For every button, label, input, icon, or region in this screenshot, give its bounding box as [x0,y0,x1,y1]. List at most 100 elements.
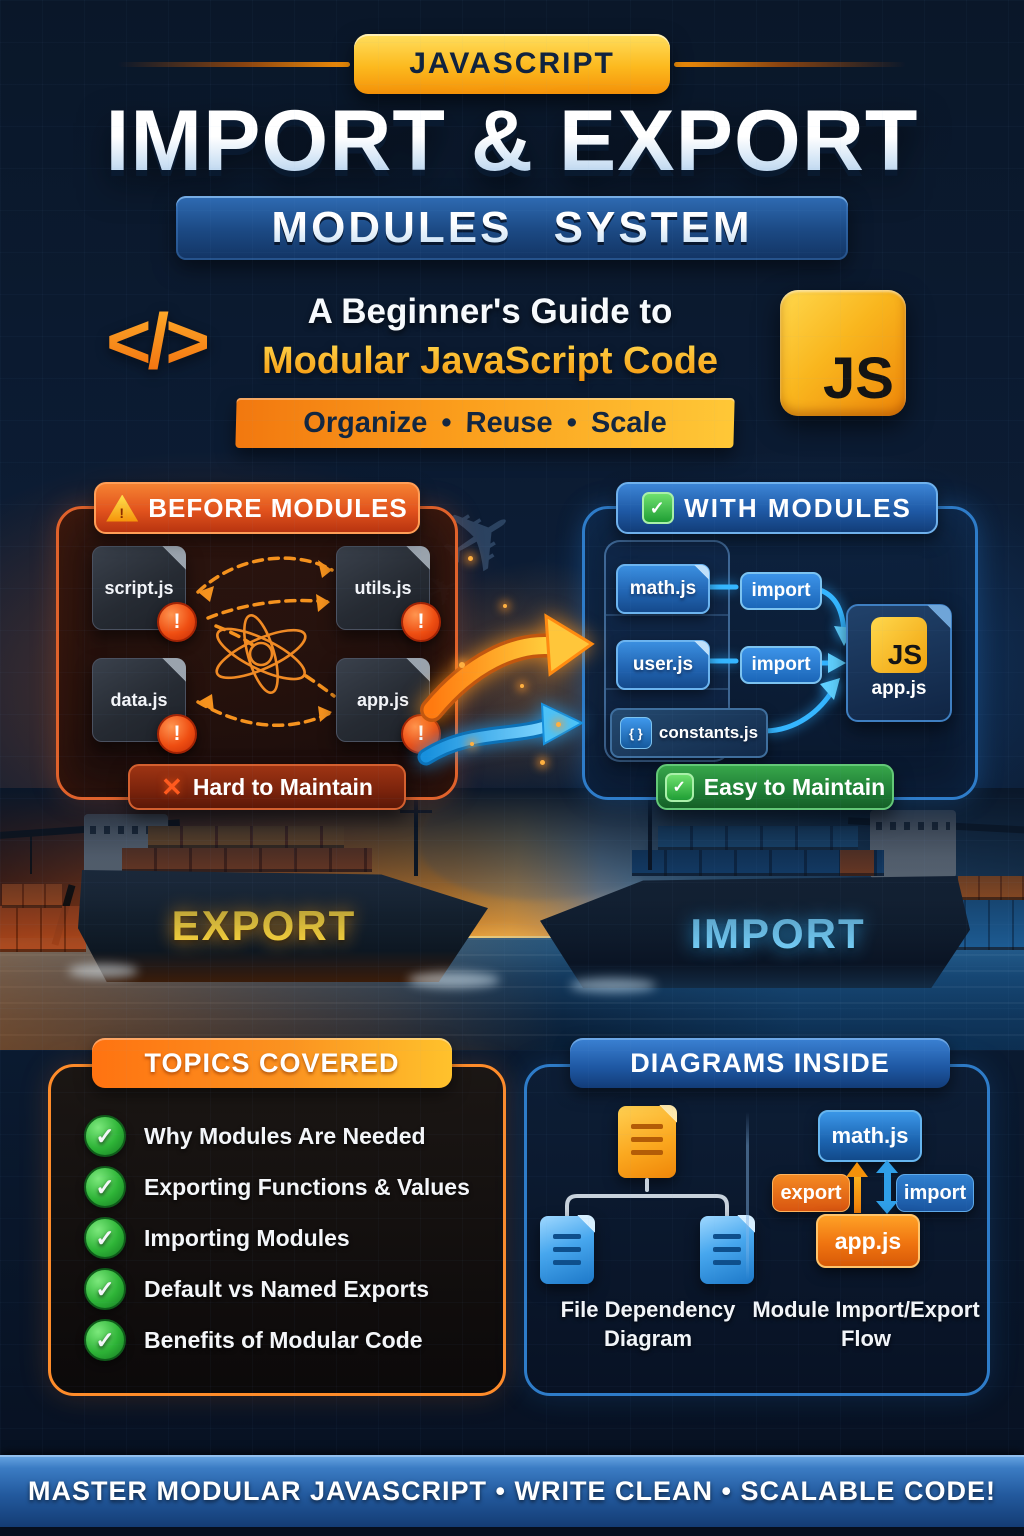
spark [470,742,474,746]
error-badge: ! [401,602,441,642]
file-data-js: data.js ! [92,658,197,754]
topic-item: ✓ Exporting Functions & Values [84,1166,484,1208]
error-badge: ! [157,714,197,754]
page-title: IMPORT & EXPORT [0,92,1024,191]
import-arrows [705,584,854,734]
file-label: data.js [110,689,168,710]
flow-app-js-box: app.js [816,1214,920,1268]
import-pill: import [740,572,822,610]
js-logo-letters: JS [823,346,894,411]
with-modules-title: WITH MODULES [684,492,912,523]
hard-to-maintain-pill: ✕ Hard to Maintain [128,764,406,810]
topic-item: ✓ Benefits of Modular Code [84,1319,484,1361]
js-file-icon: JS [871,617,927,673]
panel-divider [746,1112,749,1280]
file-label: app.js [356,689,409,710]
spark [540,760,545,765]
file-app-js: app.js ! [336,658,441,754]
before-modules-header: ! BEFORE MODULES [94,482,420,534]
module-user-js: user.js [616,640,710,690]
page-fold [577,1215,595,1233]
file-label: script.js [104,577,174,598]
hard-to-maintain-label: Hard to Maintain [192,773,373,800]
with-modules-header: ✓ WITH MODULES [616,482,938,534]
guide-line1: A Beginner's Guide to [307,292,673,331]
module-math-js: math.js [616,564,710,614]
flow-import-pill: import [896,1174,974,1212]
braces-icon: { } [619,717,652,749]
page-fold [694,641,709,656]
module-label: math.js [629,578,697,599]
dependency-connector [565,1178,729,1220]
page-fold [927,605,951,629]
topic-label: Importing Modules [144,1224,350,1251]
topic-item: ✓ Why Modules Are Needed [84,1115,484,1157]
modules-system-banner: MODULES SYSTEM [176,196,848,260]
before-modules-title: BEFORE MODULES [148,492,408,523]
file-dependency-caption: File Dependency Diagram [560,1297,736,1351]
check-icon: ✓ [84,1268,126,1310]
check-icon: ✓ [84,1115,126,1157]
topic-label: Exporting Functions & Values [144,1173,470,1200]
topic-item: ✓ Default vs Named Exports [84,1268,484,1310]
modules-system-text: MODULES SYSTEM [271,203,753,252]
flow-math-js-box: math.js [818,1110,922,1162]
import-pill: import [740,646,822,684]
header-rule-left [118,62,350,67]
spark [459,662,465,668]
check-icon: ✓ [84,1319,126,1361]
module-flow-caption: Module Import/Export Flow [752,1297,980,1351]
easy-to-maintain-pill: ✓ Easy to Maintain [656,764,894,810]
page-fold [162,546,186,570]
app-file-label: app.js [871,678,927,699]
spark [468,556,473,561]
topic-label: Why Modules Are Needed [144,1122,426,1149]
module-label: constants.js [658,723,759,742]
page-fold [737,1215,755,1233]
guide-line2: Modular JavaScript Code [240,340,740,383]
port-scene: EXPORT IMPORT [0,788,1024,1050]
module-label: user.js [632,654,694,675]
page-fold [694,565,709,580]
tangle-diagram [196,556,336,727]
check-icon: ✓ [664,772,694,802]
check-icon: ✓ [84,1166,126,1208]
warning-icon: ! [106,494,139,522]
check-icon: ✓ [84,1217,126,1259]
import-double-arrow [876,1160,898,1214]
spark [556,722,561,727]
spark [520,684,524,688]
code-icon: </> [106,297,211,385]
x-icon: ✕ [161,771,183,802]
scene-top-fade [0,788,1024,1050]
spark [503,604,507,608]
page-fold [162,658,186,682]
child-document-icon [540,1215,595,1284]
topic-label: Default vs Named Exports [144,1275,430,1302]
export-up-arrow [846,1162,868,1213]
easy-to-maintain-label: Easy to Maintain [703,773,886,800]
flow-export-pill: export [772,1174,850,1212]
file-label: utils.js [354,577,412,598]
topic-label: Benefits of Modular Code [144,1326,423,1353]
guide-subtitle: A Beginner's Guide to Modular JavaScript… [240,292,740,383]
page-fold [406,546,430,570]
page-fold [406,658,430,682]
error-badge: ! [157,602,197,642]
js-logo: JS [780,290,906,416]
footer-banner: MASTER MODULAR JAVASCRIPT • WRITE CLEAN … [0,1455,1024,1527]
topic-item: ✓ Importing Modules [84,1217,484,1259]
app-js-file: JS app.js [846,604,952,722]
page-fold [659,1105,677,1123]
topics-header: TOPICS COVERED [92,1038,452,1088]
parent-document-icon [618,1105,677,1178]
ribbon-banner: Organize • Reuse • Scale [235,398,735,448]
check-icon: ✓ [642,492,675,524]
module-constants-js: { } constants.js [610,708,768,758]
file-utils-js: utils.js ! [336,546,441,642]
child-document-icon [700,1215,755,1284]
header-rule-right [674,62,906,67]
diagrams-header: DIAGRAMS INSIDE [570,1038,950,1088]
transition-arrows [417,613,595,766]
